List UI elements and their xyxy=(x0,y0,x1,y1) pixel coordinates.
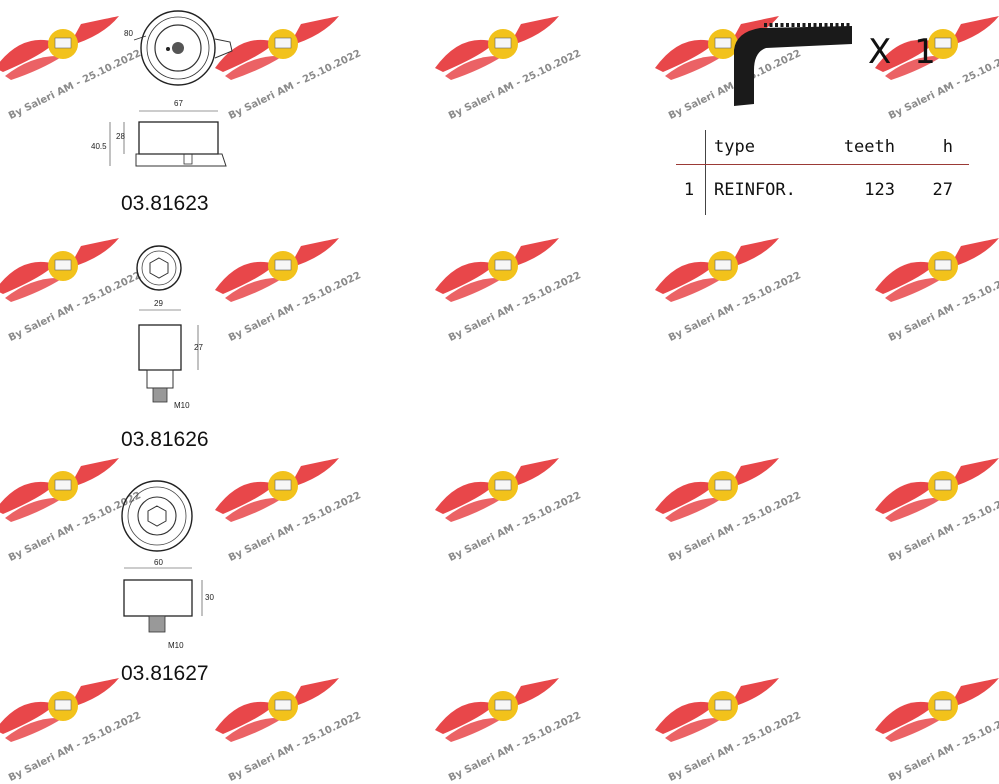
watermark-text: By Saleri AM - 25.10.2022 xyxy=(887,710,999,784)
watermark-text: By Saleri AM - 25.10.2022 xyxy=(667,490,803,564)
belt-quantity: X 1 xyxy=(868,32,942,72)
watermark-text: By Saleri AM - 25.10.2022 xyxy=(227,270,363,344)
header-type: type xyxy=(705,130,814,165)
watermark-logo: By Saleri AM - 25.10.2022 xyxy=(865,672,999,784)
dim-height: 28 xyxy=(116,132,125,141)
row-h: 27 xyxy=(932,180,953,200)
watermark-logo: By Saleri AM - 25.10.2022 xyxy=(425,672,583,784)
table-row: 1 REINFOR. 123 27 xyxy=(676,164,969,215)
watermark-logo: By Saleri AM - 25.10.2022 xyxy=(425,10,583,122)
watermark-logo: By Saleri AM - 25.10.2022 xyxy=(645,452,803,564)
watermark-logo: By Saleri AM - 25.10.2022 xyxy=(205,672,363,784)
watermark-logo: By Saleri AM - 25.10.2022 xyxy=(0,672,143,784)
idler-drawing-1: 29 27 M10 xyxy=(136,245,203,410)
row-teeth: 123 xyxy=(864,180,895,200)
row-type: REINFOR. xyxy=(714,180,796,200)
watermark-logo: By Saleri AM - 25.10.2022 xyxy=(425,232,583,344)
watermark-logo: By Saleri AM - 25.10.2022 xyxy=(865,452,999,564)
dim-width: 29 xyxy=(154,299,163,308)
dim-height: 30 xyxy=(205,593,214,602)
watermark-text: By Saleri AM - 25.10.2022 xyxy=(227,710,363,784)
header-index xyxy=(676,130,706,165)
watermark-logo: By Saleri AM - 25.10.2022 xyxy=(0,452,143,564)
watermark-logo: By Saleri AM - 25.10.2022 xyxy=(425,452,583,564)
dim-width: 67 xyxy=(174,99,183,108)
watermark-text: By Saleri AM - 25.10.2022 xyxy=(447,48,583,122)
dim-height: 27 xyxy=(194,343,203,352)
part-code-03-81627: 03.81627 xyxy=(121,662,209,685)
watermark-text: By Saleri AM - 25.10.2022 xyxy=(447,490,583,564)
watermark-logo: By Saleri AM - 25.10.2022 xyxy=(645,672,803,784)
watermark-text: By Saleri AM - 25.10.2022 xyxy=(667,710,803,784)
dim-width: 60 xyxy=(154,558,163,567)
belt-spec-table: type teeth h 1 REINFOR. 123 27 xyxy=(676,130,969,215)
watermark-text: By Saleri AM - 25.10.2022 xyxy=(887,490,999,564)
watermark-logo: By Saleri AM - 25.10.2022 xyxy=(205,232,363,344)
dim-thread: M10 xyxy=(168,641,184,650)
watermark-text: By Saleri AM - 25.10.2022 xyxy=(7,710,143,784)
watermark-logo: By Saleri AM - 25.10.2022 xyxy=(865,232,999,344)
idler-drawing-2: 60 30 M10 xyxy=(121,480,214,650)
part-code-03-81626: 03.81626 xyxy=(121,428,209,451)
watermark-text: By Saleri AM - 25.10.2022 xyxy=(447,270,583,344)
table-header-row: type teeth h xyxy=(676,130,969,165)
dim-thread: M10 xyxy=(174,401,190,410)
watermark-text: By Saleri AM - 25.10.2022 xyxy=(667,270,803,344)
dim-diameter: 80 xyxy=(124,29,133,38)
header-teeth: teeth xyxy=(814,130,896,165)
watermark-logo: By Saleri AM - 25.10.2022 xyxy=(645,232,803,344)
watermark-text: By Saleri AM - 25.10.2022 xyxy=(447,710,583,784)
watermark-text: By Saleri AM - 25.10.2022 xyxy=(887,270,999,344)
row-index: 1 xyxy=(676,164,706,215)
tensioner-drawing: 80 67 28 40.5 xyxy=(91,10,233,167)
watermark-logo: By Saleri AM - 25.10.2022 xyxy=(0,232,143,344)
header-h: h xyxy=(896,130,969,165)
dim-overall: 40.5 xyxy=(91,142,107,151)
watermark-text: By Saleri AM - 25.10.2022 xyxy=(227,490,363,564)
part-code-03-81623: 03.81623 xyxy=(121,192,209,215)
timing-belt-image xyxy=(734,23,852,106)
